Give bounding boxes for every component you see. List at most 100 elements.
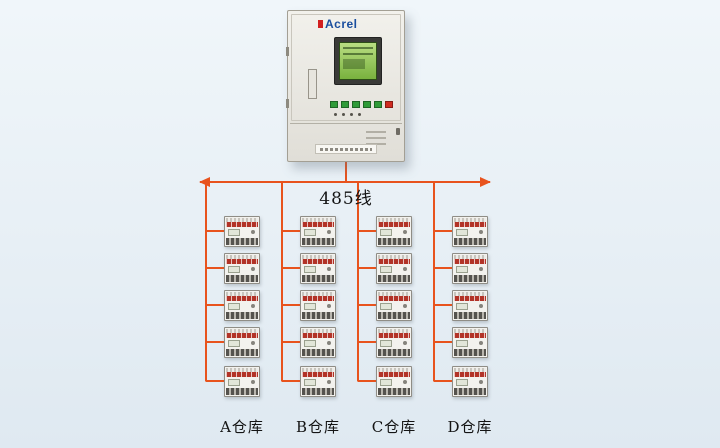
cabinet-hinge bbox=[286, 47, 289, 56]
device-button bbox=[251, 380, 255, 384]
lcd-screen-frame bbox=[334, 37, 382, 85]
panel-button-row bbox=[330, 101, 393, 108]
device-brand-band bbox=[226, 222, 258, 227]
device-display bbox=[380, 379, 392, 386]
warehouse-label-d: D仓库 bbox=[447, 418, 493, 436]
device-terminals-bottom bbox=[454, 349, 486, 356]
device-face bbox=[377, 338, 411, 349]
device-button bbox=[327, 267, 331, 271]
vent-slot bbox=[366, 137, 386, 139]
warehouse-label-c: C仓库 bbox=[371, 418, 417, 436]
cabinet-nameplate bbox=[315, 144, 377, 154]
device-terminals-bottom bbox=[302, 312, 334, 319]
device-brand-band bbox=[378, 222, 410, 227]
device-face bbox=[225, 301, 259, 312]
device-display bbox=[456, 303, 468, 310]
panel-button-green bbox=[374, 101, 382, 108]
device-terminals-bottom bbox=[226, 312, 258, 319]
device-brand-band bbox=[302, 333, 334, 338]
device-face bbox=[453, 301, 487, 312]
device-face bbox=[225, 377, 259, 388]
device-terminals-bottom bbox=[302, 349, 334, 356]
device-button bbox=[479, 267, 483, 271]
device-brand-band bbox=[454, 222, 486, 227]
device-brand-band bbox=[378, 372, 410, 377]
device-terminals-top bbox=[226, 292, 258, 296]
device-brand-band bbox=[378, 296, 410, 301]
brand-logo-icon bbox=[318, 20, 323, 28]
device-brand-band bbox=[454, 296, 486, 301]
device-button bbox=[327, 380, 331, 384]
monitoring-cabinet: Acrel bbox=[286, 10, 405, 162]
device-terminals-top bbox=[226, 255, 258, 259]
device-face bbox=[301, 338, 335, 349]
meter-device-b1 bbox=[300, 216, 336, 247]
bus-arrow-left bbox=[199, 177, 210, 187]
meter-device-c4 bbox=[376, 327, 412, 358]
indicator-led bbox=[358, 113, 361, 116]
device-face bbox=[453, 227, 487, 238]
device-terminals-bottom bbox=[378, 388, 410, 395]
device-button bbox=[403, 230, 407, 234]
meter-device-d3 bbox=[452, 290, 488, 321]
indicator-led bbox=[342, 113, 345, 116]
device-terminals-bottom bbox=[226, 275, 258, 282]
device-brand-band bbox=[454, 372, 486, 377]
device-terminals-top bbox=[302, 255, 334, 259]
device-terminals-bottom bbox=[226, 238, 258, 245]
bus-label: 485线 bbox=[319, 189, 373, 209]
device-terminals-top bbox=[378, 368, 410, 372]
device-brand-band bbox=[302, 372, 334, 377]
device-brand-band bbox=[302, 296, 334, 301]
panel-button-red bbox=[385, 101, 393, 108]
lcd-content-line bbox=[343, 47, 373, 49]
meter-device-b3 bbox=[300, 290, 336, 321]
device-terminals-top bbox=[302, 292, 334, 296]
device-terminals-bottom bbox=[302, 275, 334, 282]
lcd-content-block bbox=[343, 59, 365, 69]
device-display bbox=[228, 229, 240, 236]
device-terminals-bottom bbox=[454, 238, 486, 245]
meter-device-d2 bbox=[452, 253, 488, 284]
device-face bbox=[301, 227, 335, 238]
device-display bbox=[228, 303, 240, 310]
device-display bbox=[304, 379, 316, 386]
device-brand-band bbox=[226, 259, 258, 264]
device-terminals-top bbox=[302, 329, 334, 333]
device-face bbox=[225, 264, 259, 275]
brand-logo: Acrel bbox=[318, 17, 358, 31]
device-button bbox=[251, 230, 255, 234]
lcd-screen bbox=[339, 42, 377, 80]
device-terminals-bottom bbox=[454, 275, 486, 282]
meter-device-a3 bbox=[224, 290, 260, 321]
device-brand-band bbox=[226, 333, 258, 338]
device-terminals-top bbox=[302, 218, 334, 222]
vent-slot bbox=[366, 131, 386, 133]
device-button bbox=[251, 304, 255, 308]
device-terminals-top bbox=[226, 218, 258, 222]
device-terminals-top bbox=[378, 292, 410, 296]
meter-device-b5 bbox=[300, 366, 336, 397]
device-button bbox=[479, 341, 483, 345]
device-display bbox=[456, 340, 468, 347]
meter-device-b2 bbox=[300, 253, 336, 284]
bus-arrow-right bbox=[480, 177, 491, 187]
meter-device-c3 bbox=[376, 290, 412, 321]
meter-device-a5 bbox=[224, 366, 260, 397]
meter-device-d4 bbox=[452, 327, 488, 358]
device-terminals-bottom bbox=[454, 312, 486, 319]
card-slot bbox=[308, 69, 317, 99]
panel-button-green bbox=[330, 101, 338, 108]
device-button bbox=[479, 230, 483, 234]
device-display bbox=[456, 266, 468, 273]
device-button bbox=[479, 304, 483, 308]
device-display bbox=[380, 229, 392, 236]
device-terminals-top bbox=[454, 255, 486, 259]
door-lock bbox=[396, 128, 400, 135]
device-brand-band bbox=[226, 296, 258, 301]
device-button bbox=[403, 267, 407, 271]
device-terminals-top bbox=[378, 218, 410, 222]
